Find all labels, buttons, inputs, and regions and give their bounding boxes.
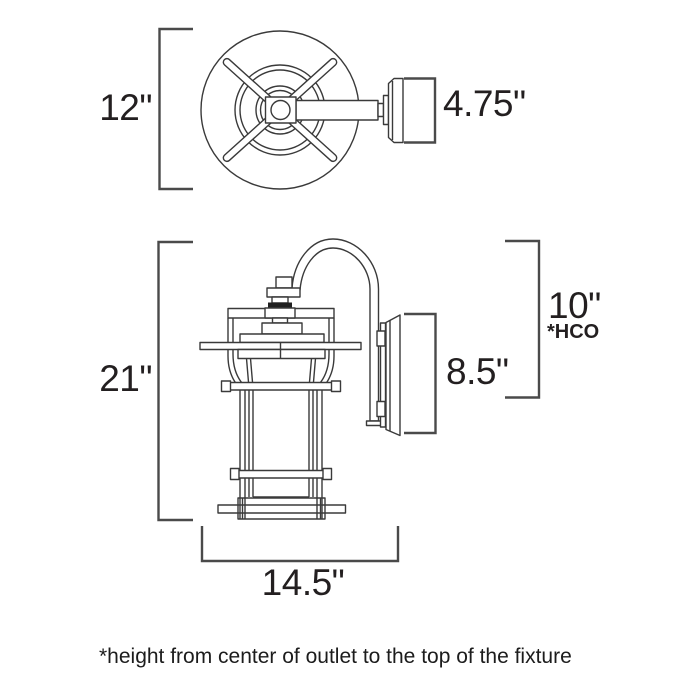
side-view-height-label: 21" [99, 358, 152, 399]
dim-bracket-12 [158, 27, 193, 191]
upper-band [220, 380, 342, 393]
finial-assembly [227, 276, 335, 324]
lower-band [229, 467, 333, 481]
top-view-height-label: 12" [99, 87, 152, 128]
top-view-drawing [200, 30, 404, 190]
dim-bracket-14-5 [200, 526, 400, 563]
dim-bracket-8-5 [404, 312, 437, 435]
bottom-assembly [217, 497, 347, 520]
top-view-arm [295, 99, 379, 121]
backplate-dim-label: 8.5" [446, 351, 509, 392]
hco-dim-label: 10" [548, 285, 601, 326]
hco-note-label: *HCO [547, 321, 600, 343]
side-view-arm [291, 238, 380, 422]
dim-bracket-21 [157, 240, 193, 522]
side-view-drawing [199, 238, 401, 520]
side-view-width-label: 14.5" [261, 562, 345, 603]
side-view-wall-plate [376, 314, 401, 437]
hco-footnote: *height from center of outlet to the top… [99, 645, 572, 668]
top-view-depth-label: 4.75" [443, 83, 526, 124]
dim-bracket-4-75 [404, 77, 437, 144]
roof-assembly [199, 322, 362, 360]
top-view-wall-plate [377, 77, 404, 144]
dim-bracket-10-hco [505, 239, 541, 399]
